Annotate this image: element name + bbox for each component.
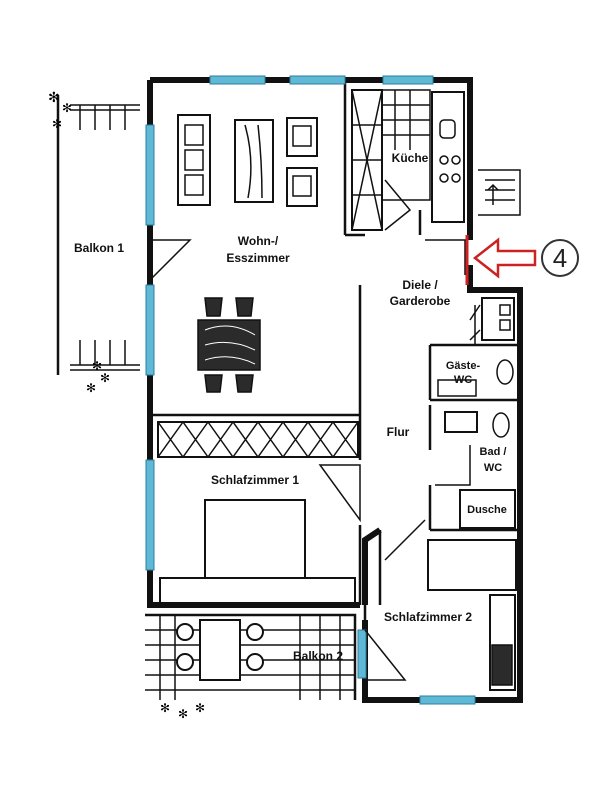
window-top-left (209, 75, 266, 85)
armchair-top (286, 117, 318, 157)
entrance-arrow-icon (472, 237, 537, 279)
entrance-marker: 4 (465, 235, 579, 285)
svg-text:✻: ✻ (160, 701, 170, 715)
label-balkon1: Balkon 1 (74, 241, 124, 255)
label-schlaf1: Schlafzimmer 1 (211, 473, 299, 487)
bathroom-fixtures (437, 297, 516, 529)
label-flur: Flur (387, 425, 410, 439)
window-west-3 (145, 459, 155, 571)
dining-furniture (197, 297, 261, 393)
label-kueche: Küche (392, 151, 429, 165)
label-bad: Bad / (480, 446, 507, 458)
sofa (177, 114, 211, 206)
label-ess: Esszimmer (226, 251, 290, 265)
label-balkon2: Balkon 2 (293, 649, 343, 663)
living-furniture (177, 114, 318, 207)
label-dusche: Dusche (467, 504, 507, 516)
wardrobe (157, 420, 359, 459)
balkon-1: ✻ ✻ ✻ ✻ ✻ ✻ (48, 89, 140, 395)
door-swings (149, 239, 476, 681)
marker-circle (541, 239, 579, 277)
label-gaeste: Gäste- (446, 360, 481, 372)
room-labels: Wohn-/ Esszimmer Küche Diele / Garderobe… (74, 151, 507, 663)
exterior-stairs (478, 169, 521, 216)
window-kitchen (382, 75, 434, 85)
svg-text:✻: ✻ (62, 101, 72, 115)
window-west-2 (145, 284, 155, 376)
svg-text:✻: ✻ (52, 117, 62, 131)
window-top-mid (289, 75, 346, 85)
window-west-1 (145, 124, 155, 226)
svg-text:✻: ✻ (86, 381, 96, 395)
kitchen-furniture (351, 89, 465, 231)
marker-number: 4 (553, 243, 567, 273)
shower (459, 489, 516, 529)
balkon-2: ✻ ✻ ✻ (145, 613, 357, 721)
svg-text:✻: ✻ (100, 371, 110, 385)
label-wohn: Wohn-/ (238, 234, 279, 248)
label-garderobe: Garderobe (390, 294, 451, 308)
coffee-table (234, 119, 274, 203)
svg-text:✻: ✻ (92, 359, 102, 373)
bed-1 (159, 499, 356, 604)
label-gaeste-wc: WC (454, 374, 472, 386)
label-diele: Diele / (402, 278, 438, 292)
svg-text:✻: ✻ (178, 707, 188, 721)
label-bad-wc: WC (484, 462, 502, 474)
svg-text:✻: ✻ (195, 701, 205, 715)
bed-2 (427, 539, 517, 691)
windows (145, 75, 476, 705)
window-balkon2-door (357, 629, 367, 679)
label-schlaf2: Schlafzimmer 2 (384, 610, 472, 624)
svg-text:✻: ✻ (48, 89, 60, 105)
armchair-bottom (286, 167, 318, 207)
window-bottom (419, 695, 476, 705)
